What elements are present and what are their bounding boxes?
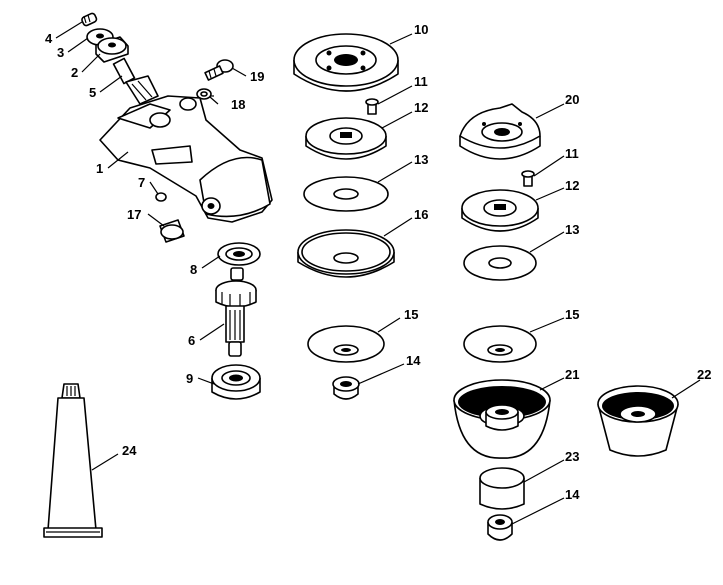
callout-labels: 4 3 2 5 1 7 17 8 6 9 19 18 10 11 12 13 1… xyxy=(45,22,711,502)
callout-1: 1 xyxy=(96,161,103,176)
part-16-guard-disc xyxy=(297,229,395,278)
part-13-washer-a xyxy=(303,176,389,212)
callout-4: 4 xyxy=(45,31,53,46)
callout-19: 19 xyxy=(250,69,264,84)
callout-2: 2 xyxy=(71,65,78,80)
part-24-grease-tube xyxy=(43,383,103,538)
part-2-nut xyxy=(95,36,129,63)
callout-11a: 11 xyxy=(414,74,428,89)
part-6-gear-shaft xyxy=(215,267,257,357)
part-20-thrust-plate xyxy=(459,103,541,160)
part-9-ball-bearing xyxy=(211,364,261,400)
part-10-thrust-plate xyxy=(293,33,399,92)
callout-11b: 11 xyxy=(565,146,579,161)
part-13-washer-b xyxy=(463,245,537,281)
callout-9: 9 xyxy=(186,371,193,386)
part-15-disc-b xyxy=(463,325,537,363)
callout-14a: 14 xyxy=(406,353,421,368)
callout-20: 20 xyxy=(565,92,579,107)
callout-18: 18 xyxy=(231,97,245,112)
callout-12b: 12 xyxy=(565,178,579,193)
callout-13b: 13 xyxy=(565,222,579,237)
part-11-screw-a xyxy=(365,98,379,115)
callout-8: 8 xyxy=(190,262,197,277)
callout-7: 7 xyxy=(138,175,145,190)
callout-16: 16 xyxy=(414,207,428,222)
callout-21: 21 xyxy=(565,367,579,382)
part-17-screw-plug xyxy=(159,219,185,243)
part-11-screw-b xyxy=(521,170,535,187)
part-19-screw xyxy=(204,59,234,81)
leader-lines xyxy=(55,21,701,525)
callout-13a: 13 xyxy=(414,152,428,167)
part-12-thrust-plate-b xyxy=(461,189,539,232)
part-22-skid-cup xyxy=(597,385,679,457)
callout-22: 22 xyxy=(697,367,711,382)
part-15-disc-a xyxy=(307,325,385,363)
part-14-nut-b xyxy=(487,514,513,541)
part-4-set-screw xyxy=(81,12,98,27)
part-18-washer xyxy=(196,88,212,100)
part-7-plug xyxy=(155,192,167,202)
callout-3: 3 xyxy=(57,45,64,60)
callout-23: 23 xyxy=(565,449,579,464)
part-5-pinion xyxy=(112,57,159,105)
callout-24: 24 xyxy=(122,443,137,458)
callout-12a: 12 xyxy=(414,100,428,115)
callout-15b: 15 xyxy=(565,307,579,322)
callout-10: 10 xyxy=(414,22,428,37)
callout-5: 5 xyxy=(89,85,96,100)
callout-6: 6 xyxy=(188,333,195,348)
part-14-nut-a xyxy=(332,376,360,400)
part-1-gear-housing xyxy=(99,95,273,223)
part-8-ball-bearing xyxy=(217,242,261,266)
callout-17: 17 xyxy=(127,207,141,222)
part-23-spacer xyxy=(479,467,525,510)
callout-14b: 14 xyxy=(565,487,580,502)
part-21-skid-cup xyxy=(453,379,551,459)
callout-15a: 15 xyxy=(404,307,418,322)
part-12-thrust-plate-a xyxy=(305,117,387,160)
